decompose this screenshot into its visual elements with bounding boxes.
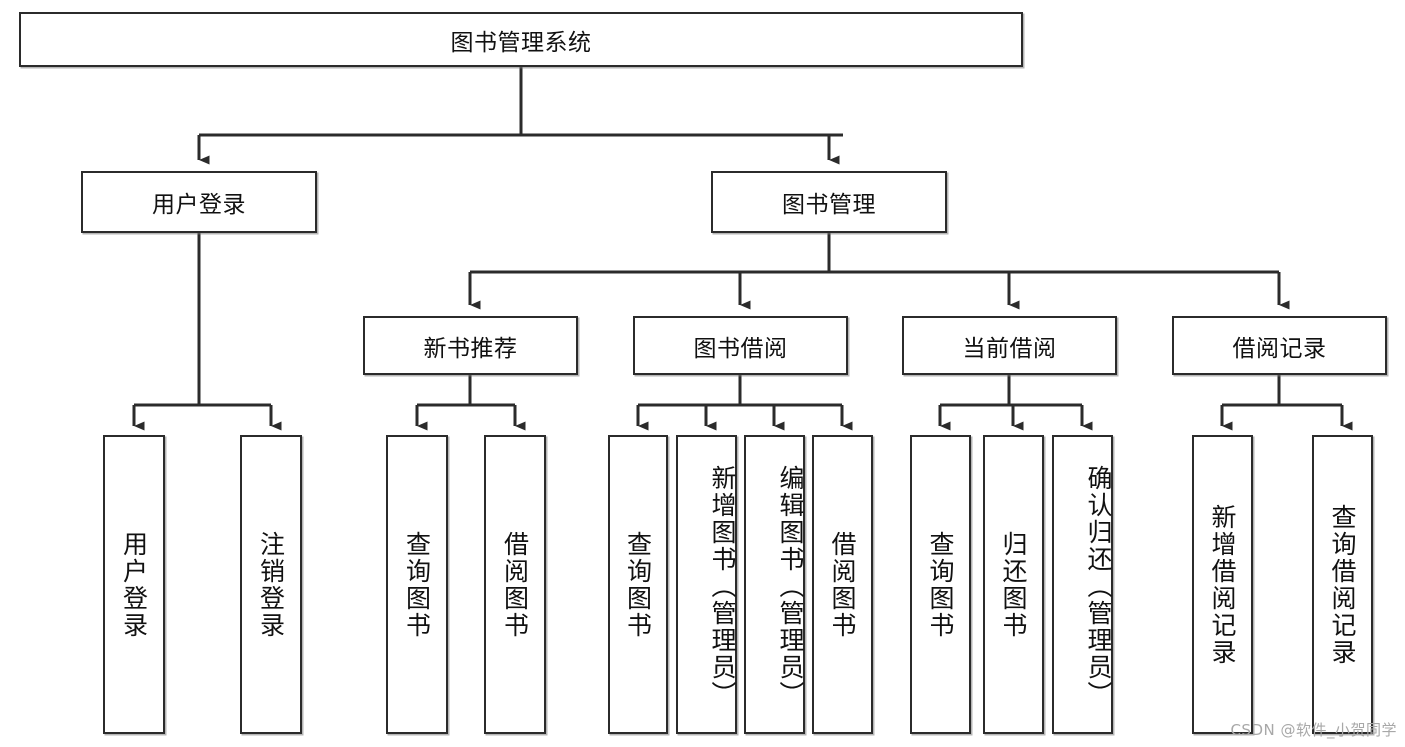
node-user-login[interactable]: 用户登录	[81, 171, 317, 233]
node-new-book-recommend-label: 新书推荐	[423, 335, 518, 362]
node-leaf-add-book-admin-label: 新增图书（管理员）	[708, 465, 737, 708]
node-leaf-query-borrow-record[interactable]: 查询借阅记录	[1312, 435, 1373, 734]
node-leaf-confirm-return-admin-label: 确认归还（管理员）	[1084, 465, 1113, 708]
node-leaf-add-book-admin[interactable]: 新增图书（管理员）	[676, 435, 737, 734]
node-leaf-return-book[interactable]: 归还图书	[983, 435, 1044, 734]
node-leaf-logout-login[interactable]: 注销登录	[240, 435, 302, 734]
watermark-text: CSDN @软件_小贺同学	[1230, 721, 1397, 739]
node-root-label: 图书管理系统	[450, 29, 592, 56]
node-leaf-borrow-book-2-label: 借阅图书	[828, 530, 857, 639]
node-leaf-query-book-3-label: 查询图书	[926, 530, 955, 639]
node-leaf-borrow-book-1-label: 借阅图书	[500, 530, 530, 639]
node-book-borrow[interactable]: 图书借阅	[633, 316, 848, 375]
node-book-manage-label: 图书管理	[782, 192, 876, 218]
node-root[interactable]: 图书管理系统	[19, 12, 1023, 67]
node-leaf-borrow-book-2[interactable]: 借阅图书	[812, 435, 873, 734]
node-borrow-record-label: 借阅记录	[1232, 335, 1327, 362]
node-leaf-query-book-1-label: 查询图书	[402, 530, 432, 639]
node-leaf-add-borrow-record[interactable]: 新增借阅记录	[1192, 435, 1253, 734]
node-new-book-recommend[interactable]: 新书推荐	[363, 316, 578, 375]
node-leaf-confirm-return-admin[interactable]: 确认归还（管理员）	[1052, 435, 1113, 734]
node-leaf-borrow-book-1[interactable]: 借阅图书	[484, 435, 546, 734]
node-leaf-query-book-2-label: 查询图书	[623, 530, 653, 639]
node-leaf-query-book-3[interactable]: 查询图书	[910, 435, 971, 734]
node-book-manage[interactable]: 图书管理	[711, 171, 947, 233]
node-leaf-edit-book-admin-label: 编辑图书（管理员）	[776, 465, 805, 708]
node-current-borrow-label: 当前借阅	[962, 335, 1057, 362]
node-leaf-edit-book-admin[interactable]: 编辑图书（管理员）	[744, 435, 805, 734]
node-leaf-logout-login-label: 注销登录	[256, 530, 286, 639]
node-leaf-add-borrow-record-label: 新增借阅记录	[1208, 503, 1237, 666]
node-borrow-record[interactable]: 借阅记录	[1172, 316, 1387, 375]
node-leaf-user-login[interactable]: 用户登录	[103, 435, 165, 734]
node-book-borrow-label: 图书借阅	[693, 335, 788, 362]
node-leaf-query-book-1[interactable]: 查询图书	[386, 435, 448, 734]
node-user-login-label: 用户登录	[152, 192, 246, 218]
node-leaf-query-book-2[interactable]: 查询图书	[608, 435, 668, 734]
node-current-borrow[interactable]: 当前借阅	[902, 316, 1117, 375]
node-leaf-query-borrow-record-label: 查询借阅记录	[1328, 503, 1357, 666]
node-leaf-user-login-label: 用户登录	[119, 530, 149, 639]
node-leaf-return-book-label: 归还图书	[999, 530, 1028, 639]
